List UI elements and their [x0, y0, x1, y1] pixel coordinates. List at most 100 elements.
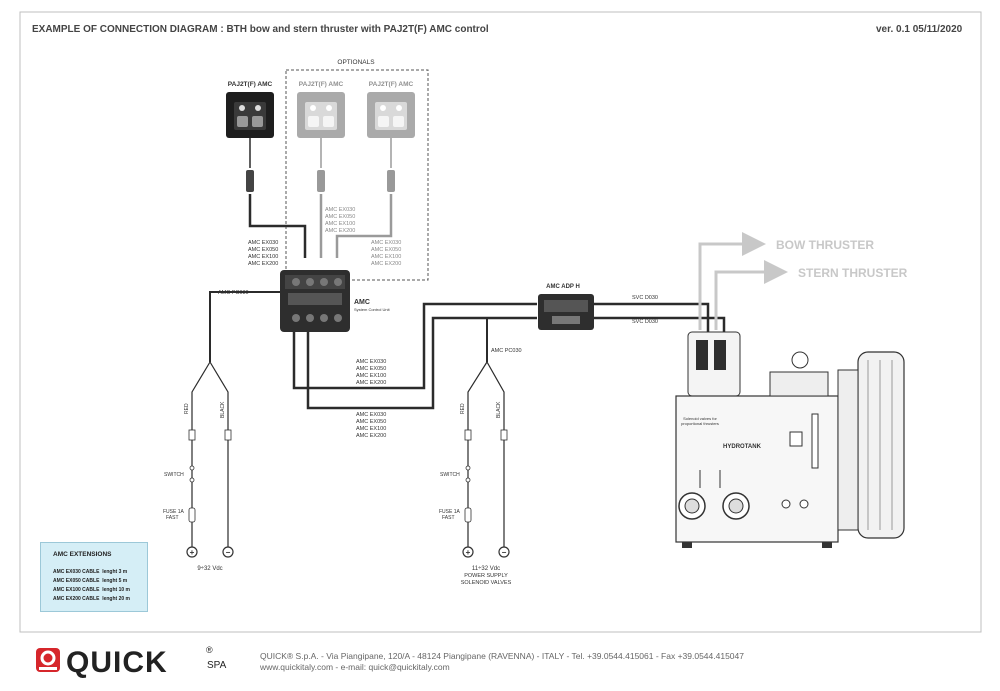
optionals-label: OPTIONALS	[337, 59, 375, 66]
solenoid-note-1: Solenoid valves for	[683, 416, 717, 421]
svg-text:+: +	[190, 548, 195, 557]
left-supply-label: 9÷32 Vdc	[197, 566, 222, 572]
diagram-title: EXAMPLE OF CONNECTION DIAGRAM : BTH bow …	[32, 24, 489, 35]
cable-pc-left	[209, 291, 280, 362]
cable-svc-top	[594, 302, 710, 338]
cable-main	[248, 194, 307, 258]
right-negative-terminal	[498, 546, 510, 558]
svg-text:AMC EX050: AMC EX050	[248, 247, 278, 253]
connector-main	[246, 170, 254, 192]
left-negative-terminal	[222, 546, 234, 558]
hydrotank-label: HYDROTANK	[723, 444, 762, 450]
svg-text:AMC EX100: AMC EX100	[248, 254, 278, 260]
quick-logo-icon	[36, 648, 60, 672]
svg-text:AMC EX200: AMC EX200	[356, 433, 386, 439]
svg-text:AMC EX100: AMC EX100	[325, 221, 355, 227]
right-supply-label-3: SOLENOID VALVES	[461, 580, 512, 586]
connector-opt1	[317, 170, 325, 192]
cable-opt2	[335, 194, 393, 258]
cable-link-1	[292, 302, 537, 390]
right-switch-label: SWITCH	[440, 472, 460, 478]
svg-text:AMC EX200: AMC EX200	[356, 380, 386, 386]
left-black-label: BLACK	[220, 401, 226, 418]
cable-opt2-labels: AMC EX030 AMC EX050 AMC EX100 AMC EX200	[371, 240, 401, 267]
left-fuse-label-1: FUSE 1A	[163, 509, 185, 515]
arrow-bow-thruster	[698, 232, 766, 330]
extensions-title: AMC EXTENSIONS	[53, 551, 112, 558]
svg-text:AMC EX050: AMC EX050	[356, 419, 386, 425]
svg-text:AMC EX100: AMC EX100	[356, 426, 386, 432]
cable-link1-labels: AMC EX030 AMC EX050 AMC EX100 AMC EX200	[356, 359, 386, 386]
solenoid-note-2: proportional thrusters	[681, 421, 719, 426]
svg-text:AMC EX030: AMC EX030	[325, 207, 355, 213]
svg-text:+: +	[466, 548, 471, 557]
svg-text:AMC EX050: AMC EX050	[356, 366, 386, 372]
svc-top-label: SVC D030	[632, 295, 658, 301]
right-fuse-label-2: FAST	[442, 515, 455, 521]
amc-control-unit: AMC System Control Unit	[280, 270, 390, 332]
hydrotank-unit: HYDROTANK Solenoid valves for proportion…	[675, 331, 905, 548]
control-panel-main: PAJ2T(F) AMC	[226, 81, 274, 138]
right-supply-label-2: POWER SUPPLY	[464, 573, 508, 579]
extension-row: AMC EX050 CABLE lenght 5 m	[53, 578, 128, 584]
right-positive-terminal	[462, 546, 474, 558]
arrow-stern-thruster	[714, 260, 788, 330]
cable-link-2	[306, 316, 537, 410]
control-panel-optional-1: PAJ2T(F) AMC	[297, 81, 345, 138]
brand-suffix: SPA	[207, 660, 227, 671]
left-switch-label: SWITCH	[164, 472, 184, 478]
extension-row: AMC EX100 CABLE lenght 10 m	[53, 587, 130, 593]
brand-name: QUICK	[66, 646, 168, 679]
panel-opt2-label: PAJ2T(F) AMC	[369, 81, 414, 88]
svg-text:AMC EX030: AMC EX030	[371, 240, 401, 246]
version-label: ver. 0.1 05/11/2020	[876, 24, 963, 35]
right-black-label: BLACK	[496, 401, 502, 418]
right-fuse-label-1: FUSE 1A	[439, 509, 461, 515]
left-fuse-label-2: FAST	[166, 515, 179, 521]
right-supply-label-1: 11÷32 Vdc	[472, 566, 500, 572]
cable-opt1-labels: AMC EX030 AMC EX050 AMC EX100 AMC EX200	[325, 207, 355, 234]
brand-registered: ®	[206, 645, 213, 655]
svg-text:AMC EX200: AMC EX200	[371, 261, 401, 267]
optionals-box	[285, 69, 429, 281]
amc-unit-subtitle: System Control Unit	[354, 307, 390, 312]
pc-right-label: AMC PC030	[491, 348, 522, 354]
svg-text:AMC EX200: AMC EX200	[248, 261, 278, 267]
svg-text:AMC EX200: AMC EX200	[325, 228, 355, 234]
svg-text:−: −	[226, 548, 231, 557]
amc-extensions-box: AMC EXTENSIONS AMC EX030 CABLE lenght 3 …	[40, 542, 148, 612]
amc-adp-h: AMC ADP H	[538, 284, 594, 330]
svg-text:AMC EX030: AMC EX030	[248, 240, 278, 246]
right-red-label: RED	[460, 403, 466, 414]
wire-right-black	[486, 361, 505, 548]
footer-contact: www.quickitaly.com - e-mail: quick@quick…	[260, 662, 450, 672]
svg-text:AMC EX100: AMC EX100	[371, 254, 401, 260]
amc-unit-title: AMC	[354, 299, 370, 306]
svg-text:AMC EX050: AMC EX050	[371, 247, 401, 253]
extension-row: AMC EX200 CABLE lenght 20 m	[53, 596, 130, 602]
wire-left-red	[191, 361, 211, 548]
pc-left-label: AMC PC030	[218, 290, 249, 296]
bow-thruster-label: BOW THRUSTER	[776, 238, 874, 252]
extension-row: AMC EX030 CABLE lenght 3 m	[53, 569, 128, 575]
left-positive-terminal	[186, 546, 198, 558]
stern-thruster-label: STERN THRUSTER	[798, 266, 908, 280]
footer-address: QUICK® S.p.A. - Via Piangipane, 120/A - …	[260, 651, 744, 661]
control-panel-optional-2: PAJ2T(F) AMC	[367, 81, 415, 138]
cable-link2-labels: AMC EX030 AMC EX050 AMC EX100 AMC EX200	[356, 412, 386, 439]
cable-main-labels: AMC EX030 AMC EX050 AMC EX100 AMC EX200	[248, 240, 278, 267]
panel-main-label: PAJ2T(F) AMC	[228, 81, 273, 88]
wire-left-black	[209, 361, 229, 548]
left-red-label: RED	[184, 403, 190, 414]
wire-right-red	[467, 361, 488, 548]
cable-pc-right	[486, 317, 537, 362]
svg-text:−: −	[502, 548, 507, 557]
cable-svc-bottom	[594, 316, 726, 338]
svg-text:AMC EX100: AMC EX100	[356, 373, 386, 379]
connector-opt2	[387, 170, 395, 192]
svg-text:AMC EX030: AMC EX030	[356, 412, 386, 418]
adp-label: AMC ADP H	[546, 284, 580, 290]
svc-bottom-label: SVC D030	[632, 319, 658, 325]
